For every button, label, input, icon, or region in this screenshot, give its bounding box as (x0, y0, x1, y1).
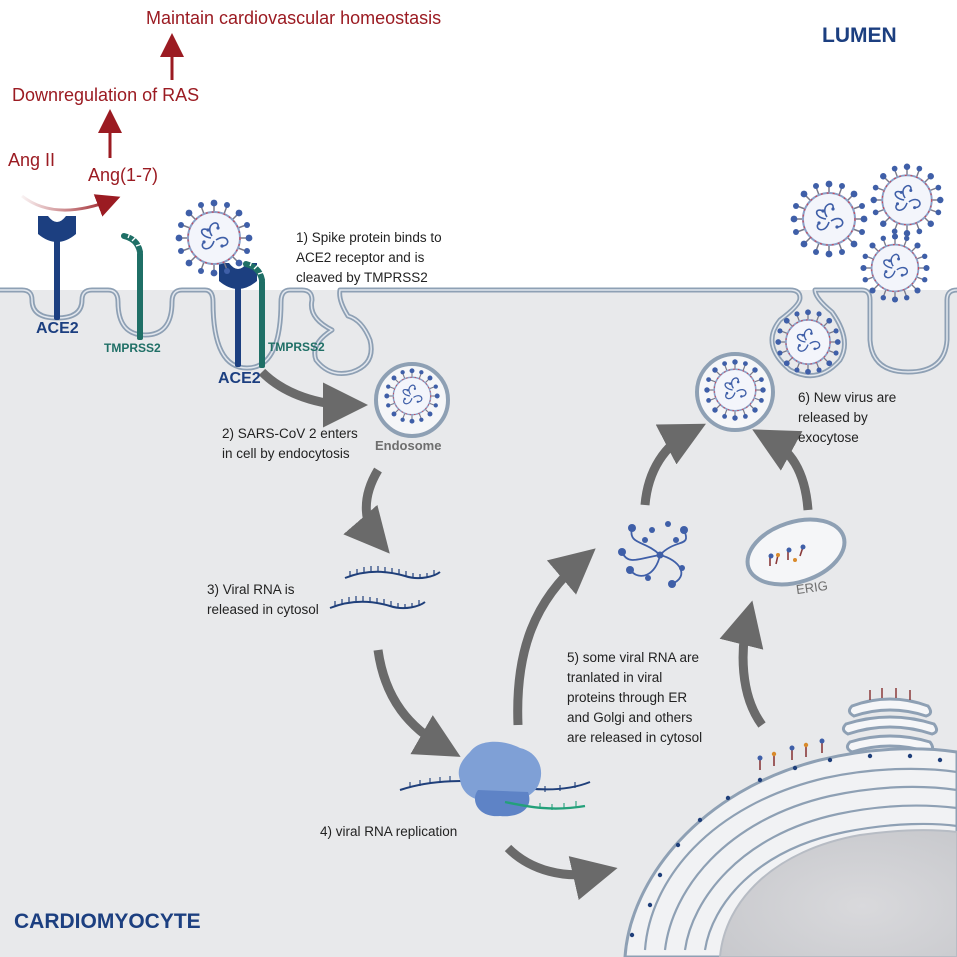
step-5-text: 5) some viral RNA are tranlated in viral… (567, 648, 702, 748)
homeostasis-label: Maintain cardiovascular homeostasis (146, 8, 442, 28)
virus-released-2 (869, 162, 945, 238)
step-5-line-1: 5) some viral RNA are (567, 650, 700, 665)
virus-in-vesicle (703, 358, 767, 422)
ribosome (399, 741, 591, 817)
arrow-erig-to-vesicle (752, 429, 813, 511)
arrow-to-proteins (513, 548, 596, 726)
step-2-line-2: in cell by endocytosis (222, 446, 350, 461)
step-5-line-5: are released in cytosol (567, 730, 703, 745)
step-2-line-1: 2) SARS-CoV 2 enters (222, 426, 358, 441)
step-5-line-2: tranlated in viral (567, 670, 663, 685)
step-1-line-2: ACE2 receptor and is (296, 250, 425, 265)
ace2-label-mid: ACE2 (218, 370, 261, 387)
step-3-line-1: 3) Viral RNA is (207, 582, 295, 597)
step-6-line-1: 6) New virus are (798, 390, 897, 405)
step-1-line-3: cleaved by TMPRSS2 (296, 270, 428, 285)
erig-compartment (745, 517, 847, 587)
step-3-line-2: released in cytosol (207, 602, 319, 617)
step-6-line-3: exocytose (798, 430, 859, 445)
endosome-label: Endosome (375, 438, 442, 453)
virus-exocytosis (774, 308, 842, 376)
step-6-line-2: released by (798, 410, 868, 425)
step-5-line-3: proteins through ER (567, 690, 688, 705)
virus-binding (174, 198, 254, 278)
step-4-line-1: 4) viral RNA replication (320, 824, 458, 839)
arrow-to-rna (343, 467, 390, 554)
virus-in-endosome (383, 367, 441, 425)
arrow-to-ribosome (373, 649, 461, 757)
step-4-text: 4) viral RNA replication (320, 822, 457, 842)
golgi-spikes (869, 688, 911, 700)
step-1-line-1: 1) Spike protein binds to (296, 230, 442, 245)
step-1-text: 1) Spike protein binds to ACE2 receptor … (296, 228, 442, 288)
lumen-label: LUMEN (822, 24, 897, 47)
process-arrows (258, 368, 813, 900)
arrow-to-vesicle (640, 423, 706, 506)
ace2-label-left: ACE2 (36, 320, 79, 337)
step-5-line-4: and Golgi and others (567, 710, 693, 725)
tmprss2-label-left: TMPRSS2 (104, 341, 161, 355)
nucleus (718, 829, 957, 957)
arrow-to-erig (719, 600, 766, 728)
arrow-to-er (504, 844, 618, 900)
step-2-text: 2) SARS-CoV 2 enters in cell by endocyto… (222, 424, 358, 464)
arrow-to-endosome (258, 368, 368, 428)
tmprss2-label-mid: TMPRSS2 (268, 340, 325, 354)
endoplasmic-reticulum (623, 738, 957, 957)
ras-downregulation-label: Downregulation of RAS (12, 85, 200, 105)
step-3-text: 3) Viral RNA is released in cytosol (207, 580, 319, 620)
virus-released-3 (859, 232, 931, 304)
viral-proteins (618, 521, 688, 588)
virus-released-1 (789, 179, 869, 259)
ang-ii-label: Ang II (8, 150, 56, 170)
step-6-text: 6) New virus are released by exocytose (798, 388, 896, 448)
cell-membrane-inner (0, 289, 957, 377)
ang-conversion-arrow (21, 194, 121, 217)
ang-1-7-label: Ang(1-7) (88, 165, 159, 185)
cardiomyocyte-label: CARDIOMYOCYTE (14, 910, 201, 933)
